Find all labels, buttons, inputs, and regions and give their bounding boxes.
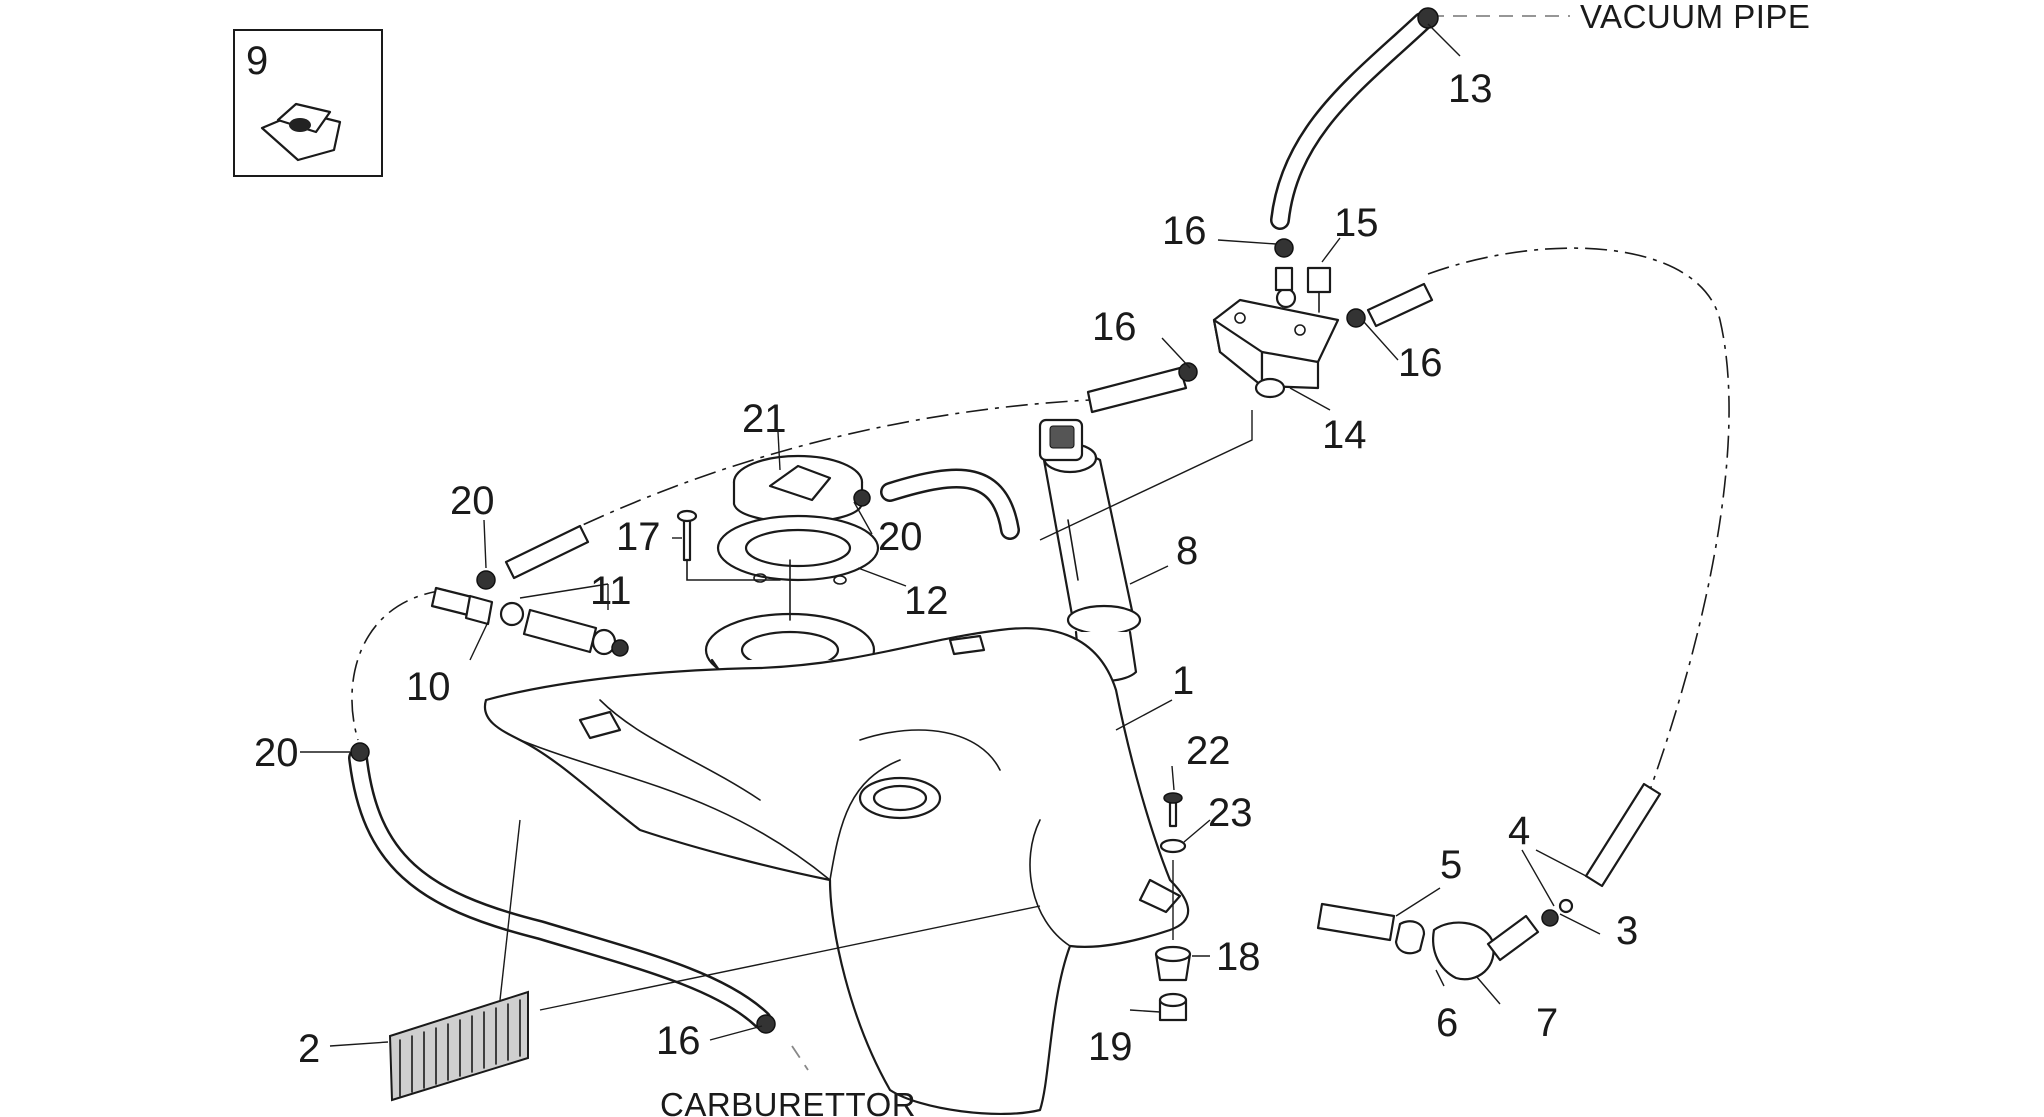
- screw-15: [1306, 266, 1332, 294]
- vacuum-valve: [1212, 266, 1340, 399]
- callout-6: 6: [1436, 1001, 1458, 1045]
- callout-3: 3: [1616, 909, 1638, 953]
- callout-10: 10: [406, 665, 451, 709]
- callout-22: 22: [1186, 729, 1231, 773]
- carburettor-label: CARBURETTOR: [660, 1086, 916, 1117]
- inline-fuel-filter: [430, 524, 629, 657]
- callout-13: 13: [1448, 67, 1493, 111]
- fuel-hose-to-carburettor: [348, 742, 776, 1034]
- hose-clamp-13: [1417, 7, 1439, 29]
- hose-clamp-16b: [1346, 308, 1366, 328]
- callout-2: 2: [298, 1027, 320, 1071]
- callout-16a: 16: [1162, 209, 1207, 253]
- hose-clamp-20c: [350, 742, 370, 762]
- callout-18: 18: [1216, 935, 1261, 979]
- callout-23: 23: [1208, 791, 1253, 835]
- callout-20a: 20: [450, 479, 495, 523]
- clip-nut-inset: [233, 29, 383, 177]
- hose-clamp-20a: [853, 489, 871, 507]
- fuel-tap-assembly: [1154, 782, 1662, 1022]
- hose-routing-lines: [351, 15, 1730, 1071]
- callout-11: 11: [590, 569, 632, 613]
- hose-clamp-20b: [476, 570, 496, 590]
- callout-16d: 16: [656, 1019, 701, 1063]
- callout-15: 15: [1334, 201, 1379, 245]
- callout-4: 4: [1508, 809, 1530, 853]
- hose-clamp-16d: [756, 1014, 776, 1034]
- callout-20b: 20: [878, 515, 923, 559]
- fuel-tank: [483, 627, 1190, 1115]
- callout-numbers: 1 2 3 4 5 6 7 8 9 10 11 12 13 14 15 16 1…: [246, 39, 1638, 1071]
- callout-16c: 16: [1398, 341, 1443, 385]
- callout-21: 21: [742, 397, 787, 441]
- callout-7: 7: [1536, 1001, 1558, 1045]
- callout-9: 9: [246, 39, 268, 83]
- fuel-level-sender: [1038, 418, 1142, 682]
- callout-20c: 20: [254, 731, 299, 775]
- callout-8: 8: [1176, 529, 1198, 573]
- callout-16b: 16: [1092, 305, 1137, 349]
- screw-17: [682, 516, 692, 562]
- callout-1: 1: [1172, 659, 1194, 703]
- hose-clamp-16a: [1178, 362, 1198, 382]
- leader-lines: [300, 23, 1601, 1047]
- hose-clamp-16c: [1274, 238, 1294, 258]
- callout-17: 17: [616, 515, 661, 559]
- callout-5: 5: [1440, 843, 1462, 887]
- callout-12: 12: [904, 579, 949, 623]
- callout-14: 14: [1322, 413, 1367, 457]
- callout-19: 19: [1088, 1025, 1133, 1069]
- warning-label-decal: [388, 819, 1041, 1102]
- vacuum-pipe-label: VACUUM PIPE: [1580, 0, 1810, 35]
- valve-hoses: [1086, 238, 1434, 414]
- vacuum-hose: [1270, 7, 1439, 230]
